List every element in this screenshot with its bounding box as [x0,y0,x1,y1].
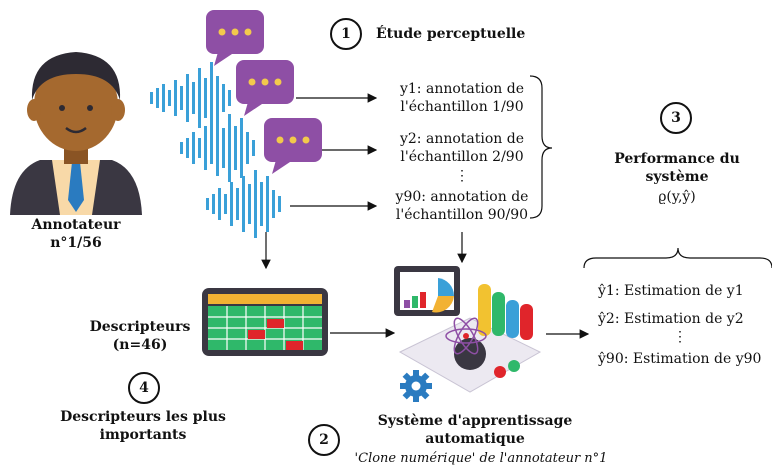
sound-wave-1 [150,62,231,134]
step-3-title: Performance du système [600,150,754,186]
step-2-badge: 2 [308,424,340,456]
sound-wave-2 [180,114,255,182]
step-4-title-line2: importants [99,427,187,443]
step-3-formula: ϱ(y,ŷ) [658,189,696,205]
step-3-number: 3 [671,110,681,126]
annotation-2-line2: l'échantillon 2/90 [400,149,524,165]
estimation-90: ŷ90: Estimation de y90 [598,351,762,367]
step-4-title: Descripteurs les plus importants [40,408,246,444]
descriptors-label-line2: (n=46) [112,337,168,353]
annotation-2-line1: y2: annotation de [399,131,524,147]
step-1-badge: 1 [330,18,362,50]
descriptors-label-line1: Descripteurs [89,319,191,335]
step-2-subtitle: 'Clone numérique' de l'annotateur n°1 [354,451,608,466]
step-4-title-line1: Descripteurs les plus [60,409,226,425]
estimations-ellipsis: ⋮ [673,329,687,345]
sound-wave-3 [206,170,281,238]
estimation-1: ŷ1: Estimation de y1 [598,283,744,299]
annotation-90-line2: l'échantillon 90/90 [395,207,529,223]
speech-bubble-icon [206,10,264,66]
ml-system-icon [394,266,542,402]
step-3-title-line1: Performance du [614,151,740,167]
step-2-title-line1: Système d'apprentissage [377,413,573,429]
annotation-1-line2: l'échantillon 1/90 [400,99,524,115]
step-2-title: Système d'apprentissage automatique [362,412,588,448]
annotator-label-line1: Annotateur [31,217,121,233]
step-1-number: 1 [341,26,351,42]
annotations-brace [529,75,553,219]
annotation-1-line1: y1: annotation de [399,81,524,97]
step-2-number: 2 [319,432,329,448]
estimations-brace [583,247,772,269]
spreadsheet-icon [202,288,328,356]
speech-bubble-icon [264,118,322,174]
step-1-title: Étude perceptuelle [376,26,526,42]
annotator-icon [10,52,142,215]
annotations-ellipsis: ⋮ [455,168,469,184]
descriptors-label: Descripteurs (n=46) [80,318,200,354]
annotator-label: Annotateur n°1/56 [20,216,132,252]
annotation-90: y90: annotation de l'échantillon 90/90 [390,188,534,224]
step-3-title-line2: système [645,169,709,185]
estimation-2: ŷ2: Estimation de y2 [598,311,744,327]
annotation-90-line1: y90: annotation de [395,189,529,205]
step-3-badge: 3 [660,102,692,134]
step-4-number: 4 [139,380,149,396]
annotation-2: y2: annotation de l'échantillon 2/90 [390,130,534,166]
step-4-badge: 4 [128,372,160,404]
annotation-1: y1: annotation de l'échantillon 1/90 [390,80,534,116]
speech-bubble-icon [236,60,294,116]
annotator-label-line2: n°1/56 [50,235,102,251]
step-2-title-line2: automatique [425,431,525,447]
